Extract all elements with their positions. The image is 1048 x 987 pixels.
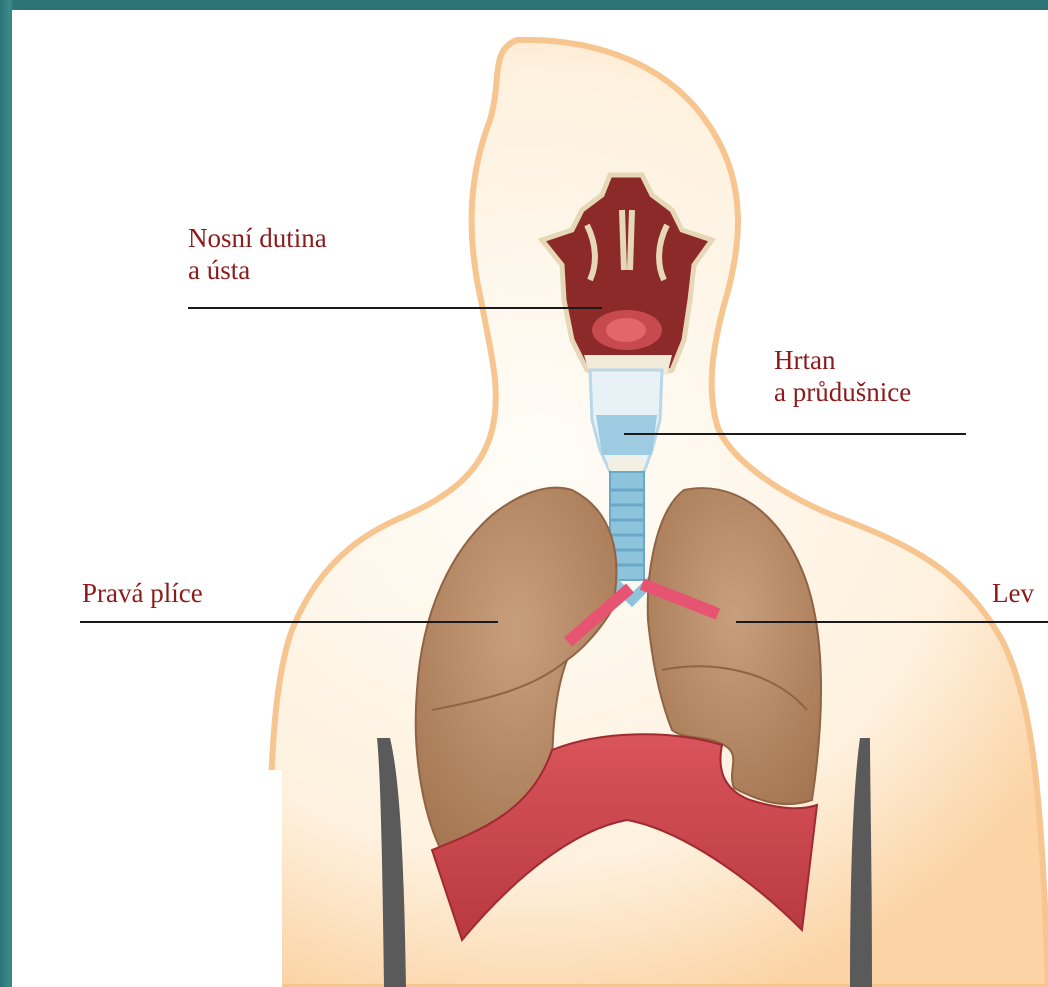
left-lung-label-line1: Lev — [992, 577, 1034, 609]
larynx-label: Hrtan a průdušnice — [774, 344, 911, 408]
left-lung-label: Lev — [992, 577, 1034, 609]
nasal-cavity-label-line1: Nosní dutina — [188, 222, 327, 254]
larynx-label-line2: a průdušnice — [774, 376, 911, 408]
nasal-cavity-label-line2: a ústa — [188, 254, 327, 286]
diagram-canvas: Nosní dutina a ústa Hrtan a průdušnice P… — [12, 10, 1048, 987]
right-lung-label: Pravá plíce — [82, 577, 203, 609]
larynx-label-line1: Hrtan — [774, 344, 911, 376]
respiratory-system-illustration — [12, 10, 1048, 987]
nasal-cavity-label: Nosní dutina a ústa — [188, 222, 327, 286]
right-lung-label-line1: Pravá plíce — [82, 577, 203, 609]
